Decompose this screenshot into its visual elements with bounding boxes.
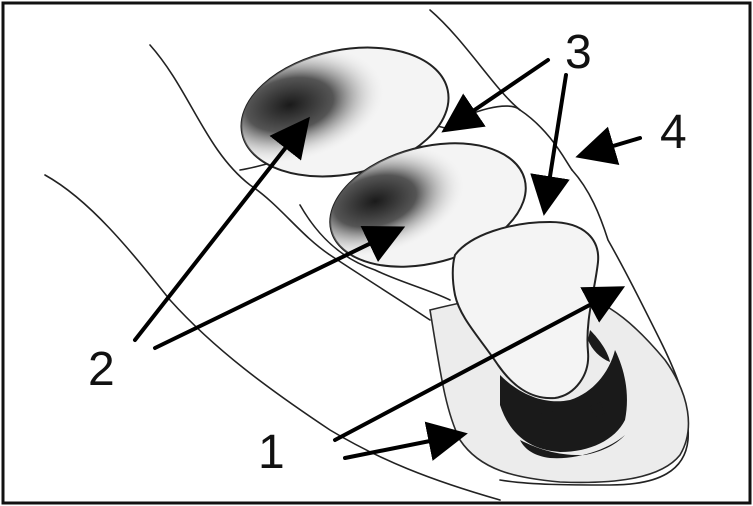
label-4: 4 xyxy=(660,106,687,159)
label-1: 1 xyxy=(258,426,285,479)
label-2: 2 xyxy=(88,343,115,396)
label-3: 3 xyxy=(565,26,592,79)
